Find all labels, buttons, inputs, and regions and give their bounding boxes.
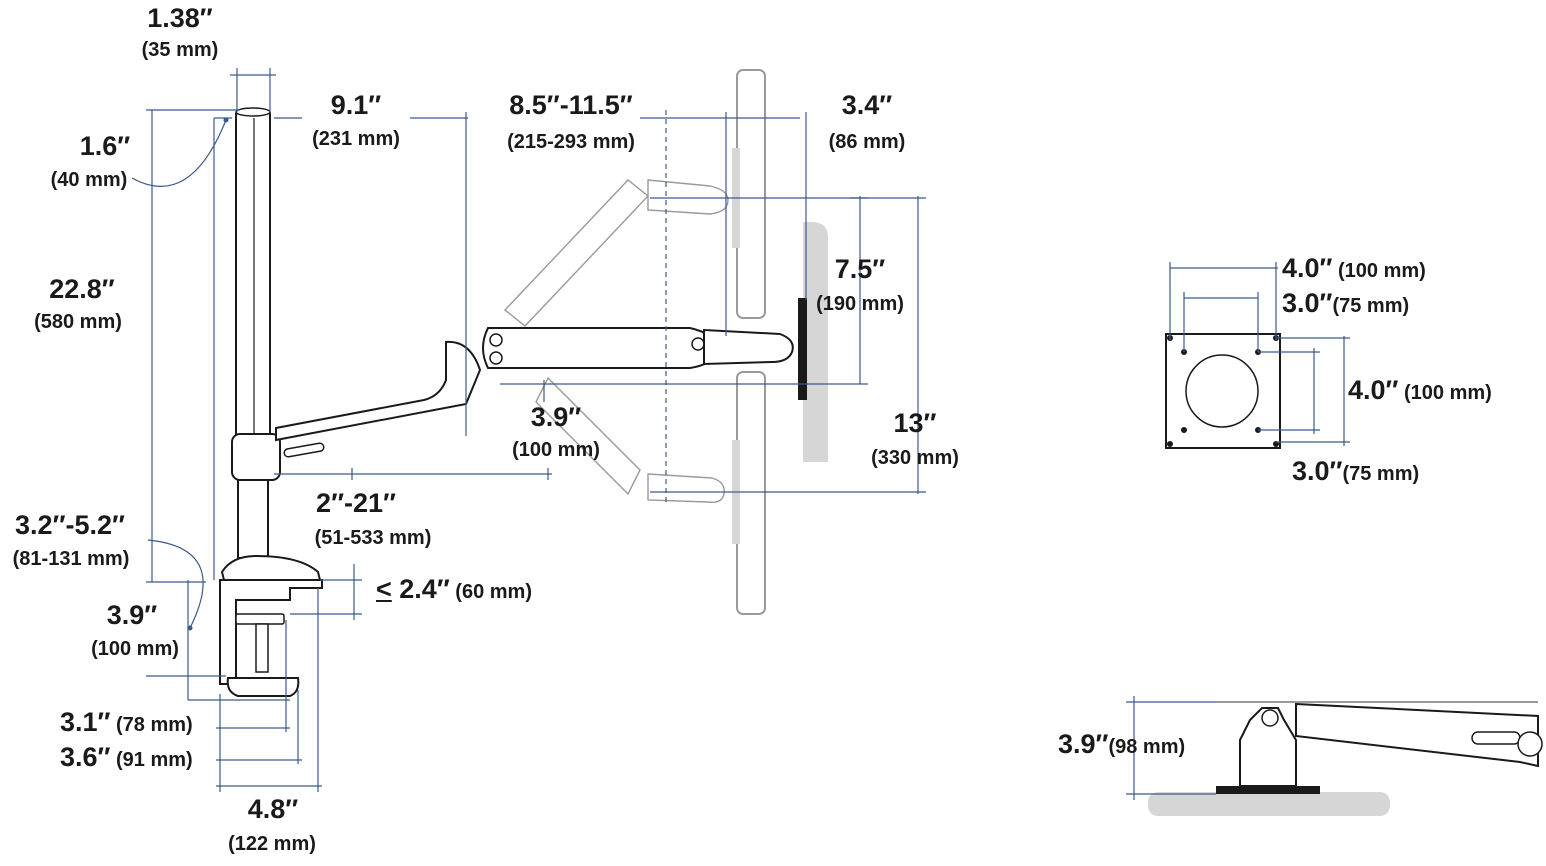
clamp-pad-1-value: 3.1″ (60, 707, 111, 737)
clamp-pad-1-metric: (78 mm) (110, 714, 193, 736)
base-width-value: 4.8″ (247, 794, 299, 824)
monitor-main (798, 298, 807, 400)
clamp-pad-2-metric: (91 mm) (110, 749, 193, 771)
base-width-metric: (122 mm) (228, 833, 316, 855)
vesa-inner-height-value: 3.0″ (1292, 456, 1343, 486)
lift-range-metric: (330 mm) (871, 447, 959, 469)
pole-top-offset-metric: (40 mm) (50, 169, 128, 191)
grommet-height-value: 3.9″ (1058, 729, 1109, 759)
vesa-outer-height-metric: (100 mm) (1398, 382, 1492, 404)
lower-arm-reach-metric: (231 mm) (312, 128, 400, 150)
pole (235, 107, 271, 559)
desk-thickness-metric: (60 mm) (449, 581, 532, 603)
grommet-detail (1148, 701, 1543, 816)
vesa-outer-width-label: 4.0″ (100 mm) (1282, 255, 1426, 282)
clamp-base (219, 554, 323, 697)
vesa-inner-width-metric: (75 mm) (1332, 295, 1410, 317)
clamp-pad-2-label: 3.6″ (91 mm) (60, 744, 193, 771)
grommet-height-metric: (98 mm) (1108, 736, 1186, 758)
arm-offset-value: 3.9″ (530, 402, 582, 432)
vesa-outer-height-label: 4.0″ (100 mm) (1348, 377, 1492, 404)
clamp-pad-2-value: 3.6″ (60, 742, 111, 772)
pole-to-arm-value: 2″-21″ (316, 488, 396, 518)
tilt-vertical-metric: (190 mm) (816, 293, 904, 315)
tilt-vertical-value: 7.5″ (834, 254, 886, 284)
vesa-inner-width-value: 3.0″ (1282, 288, 1333, 318)
vesa-outer-height-value: 4.0″ (1348, 375, 1399, 405)
pole-width-metric: (35 mm) (141, 39, 219, 61)
pole-to-arm-metric: (51-533 mm) (314, 527, 432, 549)
vesa-outer-width-metric: (100 mm) (1332, 260, 1426, 282)
pole-top-offset-value: 1.6″ (79, 131, 131, 161)
grommet-height-label: 3.9″(98 mm) (1058, 731, 1185, 758)
vesa-inner-height-metric: (75 mm) (1342, 463, 1420, 485)
clamp-height-value: 3.9″ (106, 600, 158, 630)
upper-arm-reach-metric: (215-293 mm) (507, 131, 635, 153)
pole-height-metric: (580 mm) (34, 311, 122, 333)
desk-thickness-prefix: < (376, 574, 392, 604)
vesa-inner-width-label: 3.0″(75 mm) (1282, 290, 1409, 317)
ghost-monitor-upper (503, 69, 766, 327)
arm-collar (231, 433, 281, 481)
upper-arm (482, 327, 794, 369)
lower-arm-reach-value: 9.1″ (330, 90, 382, 120)
arm-offset-metric: (100 mm) (512, 439, 600, 461)
upper-arm-reach-value: 8.5″-11.5″ (509, 90, 633, 120)
vesa-outer-width-value: 4.0″ (1282, 253, 1333, 283)
clamp-pad-1-label: 3.1″ (78 mm) (60, 709, 193, 736)
pole-width-value: 1.38″ (147, 3, 213, 33)
dimension-lines (131, 68, 1350, 800)
lift-range-value: 13″ (893, 408, 937, 438)
clamp-height-metric: (100 mm) (91, 638, 179, 660)
lower-arm (275, 340, 482, 458)
monitor-shadow-shape (803, 222, 828, 462)
pole-height-value: 22.8″ (49, 274, 115, 304)
desk-thickness-label: < 2.4″ (60 mm) (376, 576, 532, 603)
tilt-depth-value: 3.4″ (841, 90, 893, 120)
vesa-plate (1165, 333, 1281, 449)
desk-thickness-value: 2.4″ (391, 574, 450, 604)
tilt-depth-metric: (86 mm) (828, 131, 906, 153)
clamp-range-metric: (81-131 mm) (12, 548, 130, 570)
clamp-range-value: 3.2″-5.2″ (15, 510, 125, 540)
vesa-inner-height-label: 3.0″(75 mm) (1292, 458, 1419, 485)
